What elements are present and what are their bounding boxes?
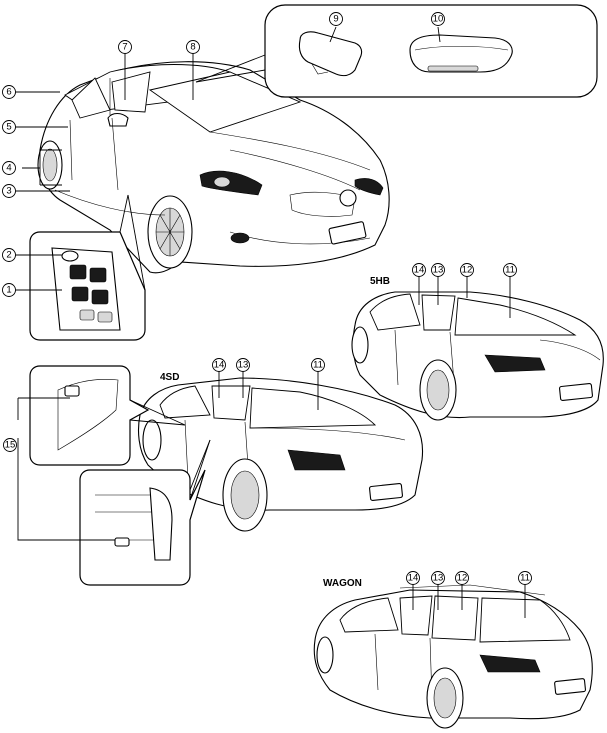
callout-11-wagon: 11 [518,571,532,585]
callout-12-5hb: 12 [460,263,474,277]
auto-dimming-mirror-icon [409,34,513,73]
interior-mirror-icon [298,31,363,77]
svg-text:11: 11 [520,573,530,584]
svg-text:14: 14 [408,573,419,584]
mirror-inset [195,4,598,98]
svg-text:14: 14 [414,265,425,276]
callout-14-4sd: 14 [212,358,226,372]
main-car-front-view [37,61,390,274]
svg-text:14: 14 [214,360,225,371]
callout-9: 9 [329,12,343,26]
svg-text:6: 6 [6,87,11,98]
svg-text:2: 2 [6,250,11,261]
callout-6: 6 [2,85,16,99]
callout-8: 8 [186,40,200,54]
callout-13-5hb: 13 [431,263,445,277]
svg-text:13: 13 [238,360,249,371]
wagon-car-rear-view: WAGON [313,578,593,729]
svg-text:7: 7 [122,42,127,53]
callout-14-wagon: 14 [406,571,420,585]
svg-text:9: 9 [333,14,338,25]
svg-text:8: 8 [190,42,195,53]
hatchback-car-rear-view: 5HB [351,276,604,421]
callout-3: 3 [2,184,16,198]
svg-text:5: 5 [6,122,11,133]
door-switch-insets [29,365,211,586]
svg-text:4: 4 [6,163,11,174]
callout-13-wagon: 13 [431,571,445,585]
sedan-car-rear-view: 4SD [138,372,424,532]
callout-1: 1 [2,283,16,297]
callout-10: 10 [431,12,445,26]
svg-text:12: 12 [462,265,473,276]
callout-12-wagon: 12 [455,571,469,585]
svg-text:13: 13 [433,265,444,276]
svg-text:11: 11 [313,360,323,371]
svg-text:13: 13 [433,573,444,584]
window-switch-inset [29,194,146,341]
svg-text:3: 3 [6,186,11,197]
svg-text:15: 15 [5,440,16,451]
variant-label-4sd: 4SD [160,372,179,383]
leader-lines [15,26,526,618]
callout-4: 4 [2,161,16,175]
variant-label-5hb: 5HB [370,276,390,287]
callout-2: 2 [2,248,16,262]
callout-5: 5 [2,120,16,134]
svg-text:11: 11 [505,265,515,276]
callout-13-4sd: 13 [236,358,250,372]
callout-11-4sd: 11 [311,358,325,372]
variant-label-wagon: WAGON [323,578,362,589]
callout-11-5hb: 11 [503,263,517,277]
callout-15: 15 [3,438,17,452]
svg-text:1: 1 [6,285,11,296]
callout-14-5hb: 14 [412,263,426,277]
svg-text:12: 12 [457,573,468,584]
svg-text:10: 10 [433,14,444,25]
callout-7: 7 [118,40,132,54]
